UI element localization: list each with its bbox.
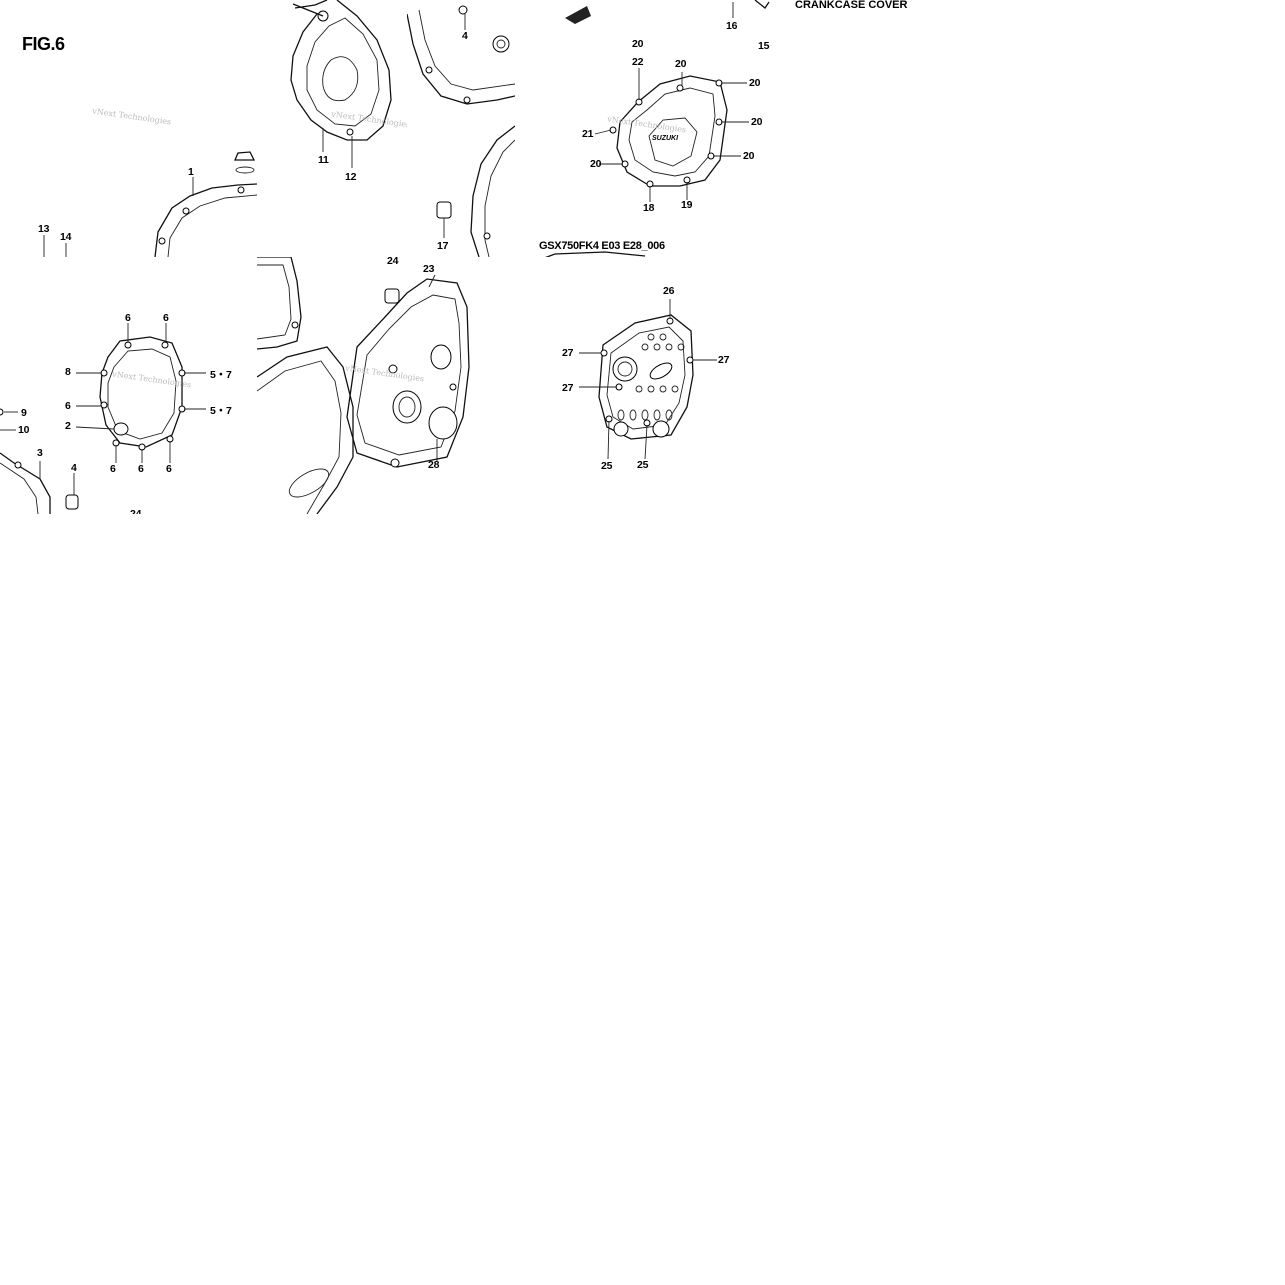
callout-19: 19 <box>681 199 693 211</box>
callout-3: 3 <box>37 447 43 459</box>
callout-6e: 6 <box>138 463 144 475</box>
callout-5-7a: 5・7 <box>210 369 232 381</box>
callout-20f: 20 <box>743 150 755 162</box>
callout-1: 1 <box>188 166 194 178</box>
callout-20d: 20 <box>751 116 763 128</box>
callout-9: 9 <box>21 407 27 419</box>
callout-27c: 27 <box>562 382 574 394</box>
callout-24: 24 <box>387 257 399 267</box>
callout-12: 12 <box>345 171 357 183</box>
callout-6a: 6 <box>125 312 131 324</box>
callout-16: 16 <box>726 20 738 32</box>
callout-25a: 25 <box>601 460 613 472</box>
callout-8: 8 <box>65 366 71 378</box>
fwd-arrow-icon <box>565 6 591 24</box>
callout-20b: 20 <box>675 58 687 70</box>
callout-6d: 6 <box>110 463 116 475</box>
callout-6b: 6 <box>163 312 169 324</box>
model-code: GSX750FK4 E03 E28_006 <box>539 240 665 252</box>
diagram-tile-crankcase-half: 4 17 <box>407 0 515 257</box>
callout-4: 4 <box>462 30 468 42</box>
callout-23: 23 <box>423 263 435 275</box>
callout-17: 17 <box>437 240 449 252</box>
figure-label: FIG.6 <box>22 34 65 54</box>
callout-18: 18 <box>643 202 655 214</box>
diagram-tile-gasket: 11 12 vNext Technologies <box>257 0 407 257</box>
callout-24: 24 <box>130 508 142 514</box>
callout-25b: 25 <box>637 459 649 471</box>
generator-cover-drawing <box>545 0 770 257</box>
callout-22: 22 <box>632 56 644 68</box>
clutch-cover-drawing <box>43 151 257 257</box>
diagram-tile-clutch-cover: 6 6 8 5・7 6 5・7 9 2 10 6 6 6 3 4 24 vNex… <box>0 257 257 514</box>
diagram-tile-cover-plate: 26 27 27 27 25 25 <box>515 257 772 514</box>
callout-4: 4 <box>71 462 77 474</box>
crankcase-half-drawing <box>407 5 515 257</box>
callout-6c: 6 <box>65 400 71 412</box>
gasket-drawing <box>290 0 392 168</box>
callout-15: 15 <box>758 40 770 52</box>
callout-5-7b: 5・7 <box>210 405 232 417</box>
callout-13: 13 <box>38 223 50 235</box>
callout-11: 11 <box>318 154 329 166</box>
diagram-tile-generator-cover: SUZUKI 20 22 20 20 20 21 20 20 18 19 16 … <box>515 0 772 257</box>
diagram-tile-clutch-cover-top: 1 13 14 vNext Technologies <box>0 0 257 257</box>
diagram-tile-crankcase-assembly: 24 23 28 vNext Technologies <box>257 257 515 514</box>
callout-26: 26 <box>663 285 675 297</box>
callout-27b: 27 <box>718 354 730 366</box>
section-title: CRANKCASE COVER <box>795 0 908 11</box>
callout-27a: 27 <box>562 347 574 359</box>
callout-20a: 20 <box>632 38 644 50</box>
cover-plate-drawing <box>579 299 717 460</box>
callout-20e: 20 <box>590 158 602 170</box>
callout-10: 10 <box>18 424 30 436</box>
callout-21: 21 <box>582 128 594 140</box>
callout-20c: 20 <box>749 77 761 89</box>
clutch-cover-drawing-2 <box>0 323 206 514</box>
callout-28: 28 <box>428 459 440 471</box>
callout-2: 2 <box>65 420 71 432</box>
callout-6f: 6 <box>166 463 172 475</box>
crankcase-assembly-drawing <box>257 257 470 514</box>
callout-14: 14 <box>60 231 72 243</box>
brand-logo: SUZUKI <box>652 135 679 142</box>
